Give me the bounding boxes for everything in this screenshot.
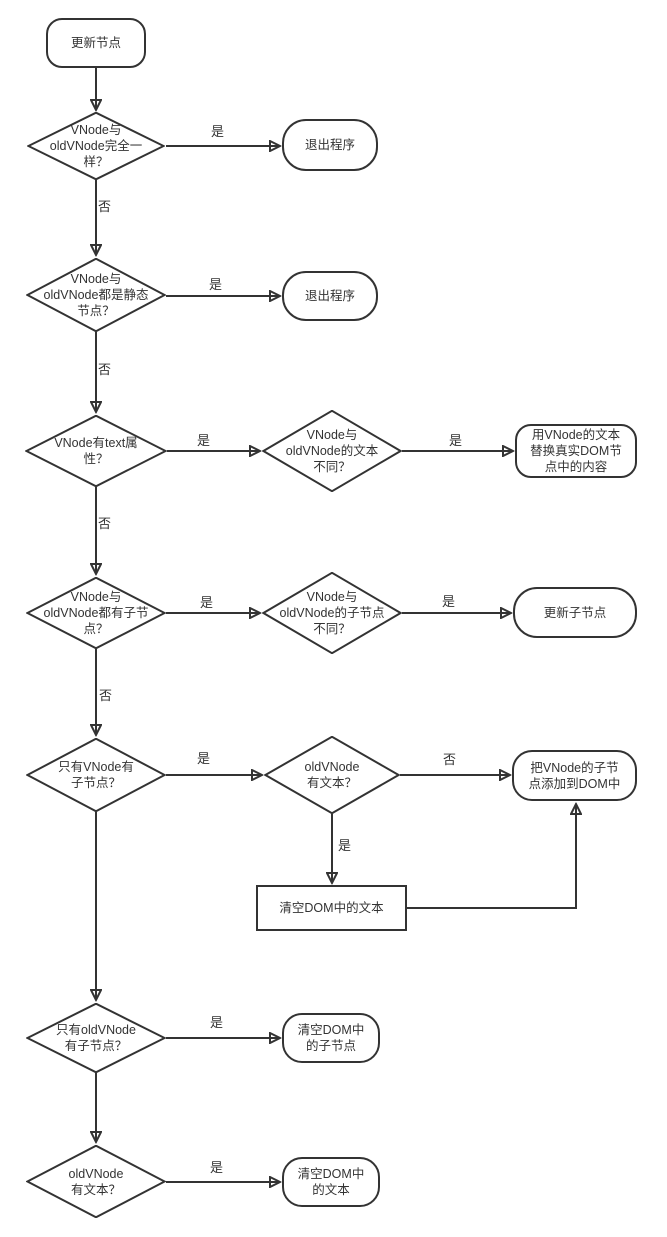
edge-label-yes: 是 [209, 277, 223, 292]
process-clear-dom-text: 清空DOM中的文本 [256, 885, 407, 931]
edge-label-yes: 是 [197, 433, 211, 448]
exit-node-2: 退出程序 [282, 271, 378, 321]
edge-label-yes: 是 [449, 433, 463, 448]
decision-label: VNode与 oldVNode的子节点 不同？ [279, 590, 385, 636]
decision-vnode-has-text: VNode有text属 性？ [25, 415, 167, 487]
edge-label-no: 否 [443, 752, 457, 767]
action-label: 清空DOM中 的文本 [297, 1167, 365, 1197]
diamond-shape [26, 577, 166, 649]
start-node-label: 更新节点 [70, 36, 121, 50]
diamond-shape [25, 415, 167, 487]
decision-label: oldVNode 有文本？ [304, 760, 360, 790]
diamond-shape [27, 112, 165, 180]
edge-label-yes: 是 [211, 124, 225, 139]
decision-label: VNode与 oldVNode都有子节 点？ [43, 590, 149, 636]
decision-both-have-children: VNode与 oldVNode都有子节 点？ [26, 577, 166, 649]
decision-label: VNode有text属 性？ [54, 436, 138, 466]
decision-only-vnode-children: 只有VNode有 子节点？ [26, 738, 166, 812]
decision-label: VNode与 oldVNode的文本 不同？ [285, 428, 379, 474]
decision-label: VNode与 oldVNode都是静态 节点？ [43, 272, 149, 318]
diamond-shape [26, 1145, 166, 1218]
edge-label-no: 否 [98, 199, 112, 214]
decision-children-different: VNode与 oldVNode的子节点 不同？ [262, 572, 402, 654]
exit-node-label: 退出程序 [304, 289, 355, 303]
start-node: 更新节点 [46, 18, 146, 68]
exit-node-1: 退出程序 [282, 119, 378, 171]
decision-oldvnode-has-text: oldVNode 有文本？ [26, 1145, 166, 1218]
edge-label-no: 否 [98, 362, 112, 377]
diamond-shape [264, 736, 400, 814]
diamond-shape [262, 572, 402, 654]
decision-oldvnode-has-text-mid: oldVNode 有文本？ [264, 736, 400, 814]
action-label: 用VNode的文本 替换真实DOM节 点中的内容 [530, 428, 622, 474]
decision-label: 只有oldVNode 有子节点？ [56, 1023, 136, 1053]
exit-node-label: 退出程序 [304, 138, 355, 152]
diamond-shape [26, 738, 166, 812]
edge-label-no: 否 [99, 688, 113, 703]
action-label: 清空DOM中 的子节点 [297, 1023, 365, 1053]
decision-both-static: VNode与 oldVNode都是静态 节点？ [26, 258, 166, 332]
action-add-children-to-dom: 把VNode的子节 点添加到DOM中 [512, 750, 637, 801]
edge-label-yes: 是 [200, 595, 214, 610]
diamond-shape [26, 258, 166, 332]
edge-label-yes: 是 [210, 1015, 224, 1030]
action-label: 把VNode的子节 点添加到DOM中 [528, 760, 621, 791]
decision-text-different: VNode与 oldVNode的文本 不同？ [262, 410, 402, 492]
action-clear-dom-text: 清空DOM中 的文本 [282, 1157, 380, 1207]
decision-label: 只有VNode有 子节点？ [58, 760, 134, 790]
edge-label-yes: 是 [210, 1160, 224, 1175]
action-clear-dom-children: 清空DOM中 的子节点 [282, 1013, 380, 1063]
action-label: 更新子节点 [543, 605, 607, 620]
process-label: 清空DOM中的文本 [279, 901, 384, 915]
decision-label: VNode与 oldVNode完全一 样？ [49, 123, 143, 169]
edge-label-yes: 是 [442, 594, 456, 609]
diamond-shape [26, 1003, 166, 1073]
action-replace-dom-text: 用VNode的文本 替换真实DOM节 点中的内容 [515, 424, 637, 478]
edge-label-no: 否 [98, 516, 112, 531]
decision-label: oldVNode 有文本？ [68, 1166, 124, 1197]
diamond-shape [262, 410, 402, 492]
decision-vnode-identical: VNode与 oldVNode完全一 样？ [27, 112, 165, 180]
action-update-children: 更新子节点 [513, 587, 637, 638]
edge-label-yes: 是 [197, 751, 211, 766]
decision-only-oldvnode-children: 只有oldVNode 有子节点？ [26, 1003, 166, 1073]
edge-label-yes: 是 [338, 838, 352, 853]
